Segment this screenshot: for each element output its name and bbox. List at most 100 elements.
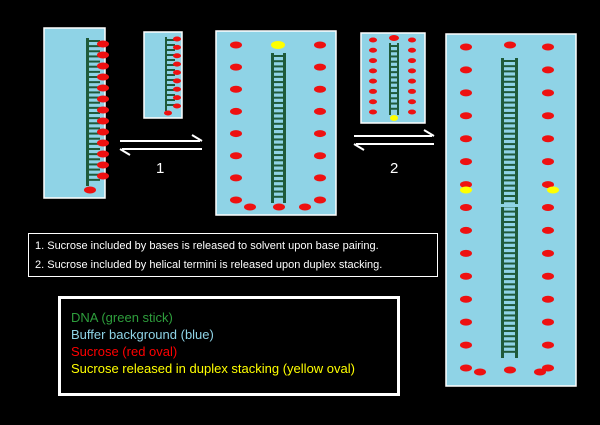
sucrose-oval	[369, 68, 377, 74]
sucrose-oval	[542, 112, 554, 120]
dna-stacked-duplex-rung	[501, 335, 518, 338]
sucrose-oval	[173, 36, 181, 42]
released-oval	[271, 41, 285, 49]
dna-stacked-duplex-rung	[501, 106, 518, 109]
sucrose-oval	[173, 44, 181, 50]
dna-duplex-rung	[271, 65, 286, 68]
dna-strand-b-base	[165, 79, 175, 81]
sucrose-oval	[542, 181, 554, 189]
dna-stacked-duplex-rung	[501, 169, 518, 172]
sucrose-oval	[97, 128, 109, 136]
dna-stacked-duplex-rung	[501, 309, 518, 312]
sucrose-oval	[460, 318, 472, 326]
sucrose-oval	[542, 66, 554, 74]
sucrose-oval	[542, 341, 554, 349]
sucrose-oval	[369, 99, 377, 105]
dna-duplex-rung	[271, 101, 286, 104]
sucrose-oval	[460, 135, 472, 143]
dna-strand-a-base	[86, 60, 100, 63]
legend-box: DNA (green stick) Buffer background (blu…	[58, 296, 400, 396]
dna-stacked-duplex-rung	[501, 189, 518, 192]
dna-stacked-duplex-rung	[501, 75, 518, 78]
dna-strand-b-base	[165, 49, 175, 51]
dna-stacked-duplex-rung	[501, 70, 518, 73]
sucrose-oval	[460, 249, 472, 257]
dna-strand-b-base	[165, 64, 175, 66]
dna-stacked-duplex-rung	[501, 148, 518, 151]
dna-strand-a-base	[86, 45, 100, 48]
sucrose-oval	[460, 43, 472, 51]
sucrose-oval	[408, 78, 416, 84]
sucrose-oval	[460, 295, 472, 303]
dna-duplex-rung	[271, 128, 286, 130]
sucrose-oval	[97, 95, 109, 103]
sucrose-oval	[542, 226, 554, 234]
sucrose-oval	[542, 135, 554, 143]
sucrose-oval	[84, 186, 96, 194]
dna-duplex-rung	[271, 112, 286, 115]
sucrose-oval	[230, 196, 242, 204]
sucrose-oval	[460, 341, 472, 349]
dna-duplex-rung	[271, 169, 286, 172]
sucrose-oval	[230, 130, 242, 138]
sucrose-oval	[230, 85, 242, 93]
dna-duplex-rung	[271, 55, 286, 57]
sucrose-oval	[542, 158, 554, 166]
sucrose-oval	[173, 53, 181, 59]
dna-stacked-duplex-rung	[501, 158, 518, 161]
dna-stacked-duplex-rung	[501, 122, 518, 125]
dna-stacked-duplex-rung	[501, 153, 518, 156]
dna-strand-b-base	[165, 99, 175, 101]
dna-stacked-duplex-rung	[501, 137, 518, 140]
sucrose-oval	[314, 174, 326, 182]
dna-strand-a-base	[86, 122, 100, 125]
dna-small-duplex-rung	[389, 45, 399, 47]
dna-small-duplex-rung	[389, 65, 399, 68]
dna-strand-a-base	[86, 50, 100, 53]
dna-strand-a-base	[86, 168, 100, 171]
dna-duplex-rung	[271, 96, 286, 99]
dna-stacked-duplex-rung	[501, 252, 518, 255]
sucrose-oval	[230, 174, 242, 182]
dna-stacked-duplex-rung	[501, 215, 518, 218]
sucrose-oval	[460, 89, 472, 97]
sucrose-oval	[97, 150, 109, 158]
sucrose-oval	[273, 203, 285, 211]
dna-strand-a-base	[86, 86, 100, 89]
sucrose-oval	[408, 109, 416, 115]
sucrose-oval	[230, 152, 242, 160]
sucrose-oval	[173, 78, 181, 84]
dna-stacked-duplex-rung	[501, 345, 518, 348]
sucrose-oval	[408, 58, 416, 64]
legend-item-released: Sucrose released in duplex stacking (yel…	[71, 361, 355, 376]
sucrose-oval	[460, 66, 472, 74]
sucrose-oval	[504, 366, 516, 374]
dna-stacked-duplex-rung	[501, 241, 518, 244]
equilibrium-arrow-2-reverse-head	[353, 143, 365, 151]
dna-stacked-duplex-rung	[501, 101, 518, 104]
duplex-junction	[501, 204, 518, 207]
notes-box: 1. Sucrose included by bases is released…	[28, 233, 438, 277]
dna-stacked-duplex-rung	[501, 143, 518, 146]
equilibrium-arrow-1-forward-head	[191, 134, 203, 142]
dna-strand-a-base	[86, 91, 100, 94]
dna-stacked-duplex-rung	[501, 319, 518, 322]
step-label-2: 2	[390, 160, 399, 177]
dna-stacked-duplex-rung	[501, 324, 518, 327]
sucrose-oval	[97, 117, 109, 125]
dna-small-duplex-rung	[389, 50, 399, 53]
sucrose-oval	[97, 40, 109, 48]
dna-stacked-duplex-rung	[501, 304, 518, 307]
dna-duplex-rung	[271, 174, 286, 177]
legend-item-sucrose: Sucrose (red oval)	[71, 344, 178, 359]
sucrose-oval	[314, 196, 326, 204]
sucrose-oval	[314, 107, 326, 115]
dna-stacked-duplex-rung	[501, 210, 518, 213]
sucrose-oval	[542, 43, 554, 51]
dna-stacked-duplex-rung	[501, 283, 518, 286]
dna-duplex-rung	[271, 91, 286, 94]
sucrose-oval	[314, 85, 326, 93]
sucrose-oval	[389, 35, 399, 41]
dna-duplex-rung	[271, 133, 286, 136]
dna-duplex-rung	[271, 195, 286, 198]
